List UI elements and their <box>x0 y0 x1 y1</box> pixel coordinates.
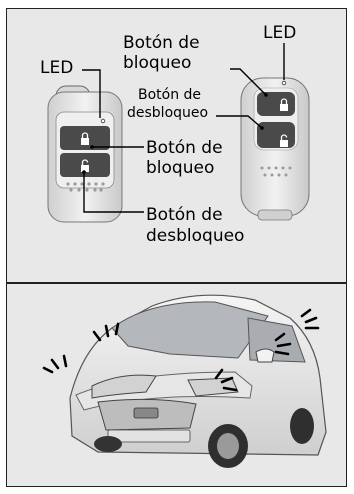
lock-button-label-left-line1: Botón de <box>146 138 223 158</box>
lock-icon <box>280 98 288 111</box>
section-divider <box>6 282 347 284</box>
smart-key-fob <box>240 77 310 221</box>
led-label-right: LED <box>263 23 297 43</box>
right-lock-button <box>257 92 295 116</box>
lock-button-label-left-line2: bloqueo <box>146 158 215 178</box>
left-led-indicator <box>100 118 106 124</box>
unlock-icon <box>81 159 89 172</box>
right-led-indicator <box>281 80 287 86</box>
unlock-button-label-left-line2: desbloqueo <box>146 226 245 246</box>
led-label-left: LED <box>40 58 74 78</box>
unlock-button-label-right-line2: desbloqueo <box>127 105 209 121</box>
unlock-button-label-left-line1: Botón de <box>146 205 223 225</box>
unlock-button-label-right-line1: Botón de <box>138 87 202 103</box>
leader-lines <box>82 43 285 213</box>
panic-dots <box>260 166 292 177</box>
car-illustration <box>69 294 327 468</box>
flip-key-fob <box>47 85 123 223</box>
right-unlock-button <box>257 122 295 148</box>
lock-button-label-right-line1: Botón de <box>123 33 200 53</box>
flash-indicator-icon <box>42 308 320 392</box>
leader-endpoints <box>82 93 268 174</box>
unlock-icon <box>280 134 288 147</box>
lock-button-label-right-line2: bloqueo <box>123 53 192 73</box>
panic-dots <box>66 182 105 192</box>
lock-icon <box>81 132 89 145</box>
